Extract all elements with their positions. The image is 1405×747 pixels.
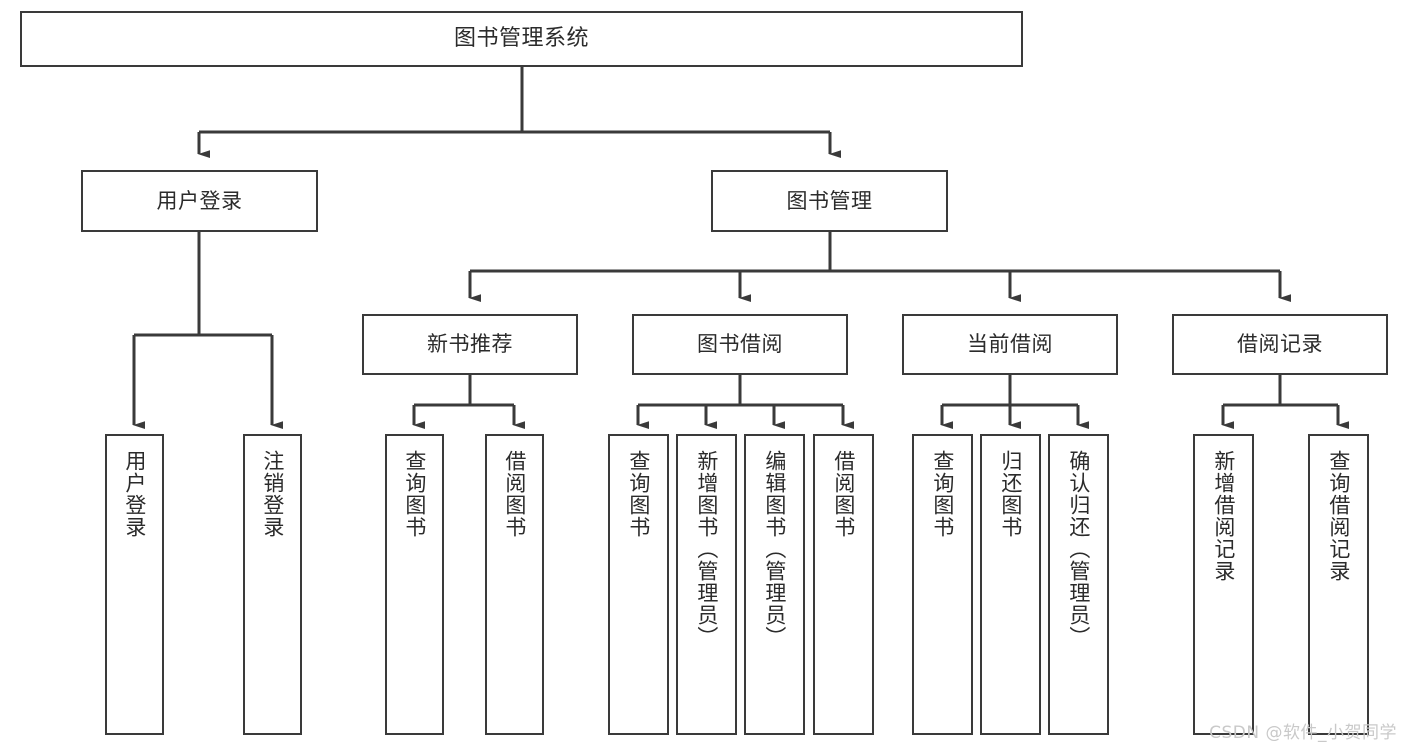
node-book-management[interactable]: 图书管理 [711,170,948,232]
leaf-current-borrow-query-book[interactable]: 查询图书 [912,434,973,735]
node-label: 确认归还（管理员） [1066,450,1091,648]
node-label: 图书管理 [786,188,873,213]
node-root-book-management-system[interactable]: 图书管理系统 [20,11,1023,67]
node-label: 注销登录 [260,450,285,538]
leaf-current-borrow-confirm-return-admin[interactable]: 确认归还（管理员） [1048,434,1109,735]
leaf-book-borrow-edit-book-admin[interactable]: 编辑图书（管理员） [744,434,805,735]
node-current-borrow[interactable]: 当前借阅 [902,314,1118,375]
leaf-book-borrow-borrow-book[interactable]: 借阅图书 [813,434,874,735]
node-label: 查询图书 [626,450,651,538]
node-label: 用户登录 [122,450,147,538]
node-label: 新书推荐 [427,332,513,357]
leaf-user-login-login[interactable]: 用户登录 [105,434,164,735]
leaf-user-login-logout[interactable]: 注销登录 [243,434,302,735]
node-user-login[interactable]: 用户登录 [81,170,318,232]
leaf-current-borrow-return-book[interactable]: 归还图书 [980,434,1041,735]
node-label: 图书借阅 [697,332,783,357]
node-book-borrow[interactable]: 图书借阅 [632,314,848,375]
node-new-book-recommend[interactable]: 新书推荐 [362,314,578,375]
node-label: 查询图书 [402,450,427,538]
node-label: 查询借阅记录 [1326,450,1351,582]
node-label: 借阅图书 [831,450,856,538]
leaf-borrow-record-query-record[interactable]: 查询借阅记录 [1308,434,1369,735]
node-label: 借阅图书 [502,450,527,538]
node-label: 当前借阅 [967,332,1053,357]
node-label: 查询图书 [930,450,955,538]
leaf-borrow-record-add-record[interactable]: 新增借阅记录 [1193,434,1254,735]
node-label: 借阅记录 [1237,332,1323,357]
leaf-new-book-query-book[interactable]: 查询图书 [385,434,444,735]
leaf-new-book-borrow-book[interactable]: 借阅图书 [485,434,544,735]
node-label: 用户登录 [156,188,243,213]
node-label: 图书管理系统 [453,26,589,52]
node-borrow-record[interactable]: 借阅记录 [1172,314,1388,375]
node-label: 新增图书（管理员） [694,450,719,648]
leaf-book-borrow-add-book-admin[interactable]: 新增图书（管理员） [676,434,737,735]
csdn-watermark: CSDN @软件_小贺同学 [1209,723,1397,743]
leaf-book-borrow-query-book[interactable]: 查询图书 [608,434,669,735]
node-label: 编辑图书（管理员） [762,450,787,648]
node-label: 归还图书 [998,450,1023,538]
node-label: 新增借阅记录 [1211,450,1236,582]
